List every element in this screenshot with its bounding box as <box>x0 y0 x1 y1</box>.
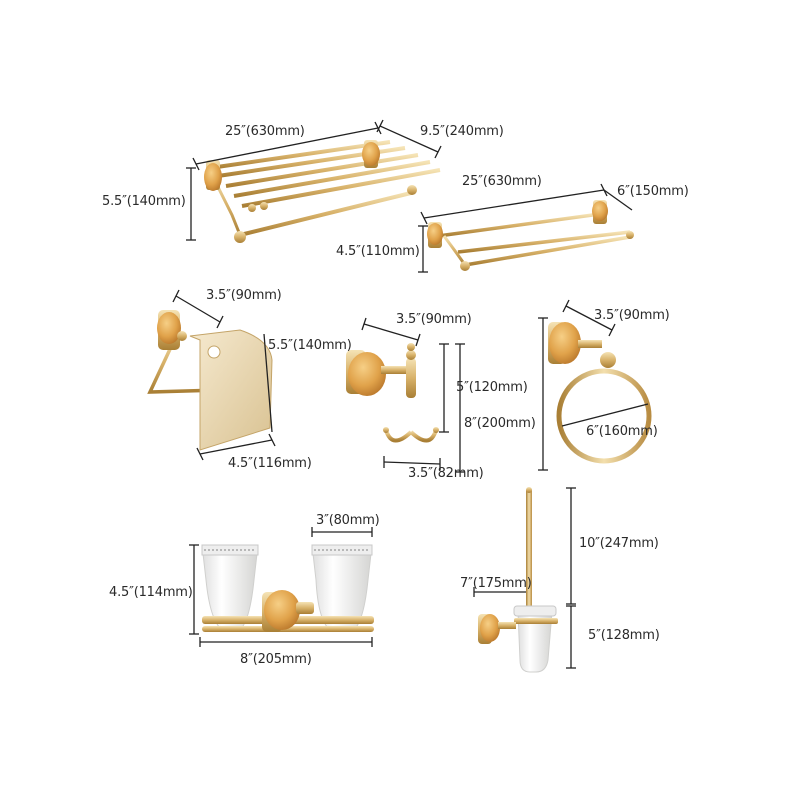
towel-bar-width-label: 25″(630mm) <box>462 174 542 189</box>
paper-holder-height-label: 5.5″(140mm) <box>268 338 352 353</box>
towel-shelf-height-label: 5.5″(140mm) <box>102 194 186 209</box>
brush-handle-height-label: 10″(247mm) <box>579 536 659 551</box>
brush-base-height-label: 5″(128mm) <box>588 628 660 643</box>
towel-shelf <box>204 140 441 243</box>
towel-ring-diameter-label: 6″(160mm) <box>586 424 658 439</box>
robe-hook-width-label: 3.5″(82mm) <box>408 466 484 481</box>
paper-holder-depth-label: 3.5″(90mm) <box>206 288 282 303</box>
double-tumbler-holder <box>201 544 374 632</box>
tumbler-cup-width-label: 3″(80mm) <box>316 513 380 528</box>
tumbler-width-label: 8″(205mm) <box>240 652 312 667</box>
robe-hook <box>346 343 439 443</box>
robe-hook-depth-label: 3.5″(90mm) <box>396 312 472 327</box>
brush-depth-label: 7″(175mm) <box>460 576 532 591</box>
double-towel-bar <box>427 200 634 271</box>
towel-bar-depth-label: 6″(150mm) <box>617 184 689 199</box>
dimension-lines <box>172 119 649 669</box>
robe-hook-total-height-label: 8″(200mm) <box>464 416 536 431</box>
towel-shelf-width-label: 25″(630mm) <box>225 124 305 139</box>
towel-ring-depth-label: 3.5″(90mm) <box>594 308 670 323</box>
robe-hook-short-height-label: 5″(120mm) <box>456 380 528 395</box>
paper-holder-width-label: 4.5″(116mm) <box>228 456 312 471</box>
toilet-paper-holder <box>147 310 273 451</box>
towel-shelf-depth-label: 9.5″(240mm) <box>420 124 504 139</box>
towel-bar-height-label: 4.5″(110mm) <box>336 244 420 259</box>
tumbler-height-label: 4.5″(114mm) <box>109 585 193 600</box>
towel-ring <box>548 322 652 464</box>
toilet-brush-holder <box>478 487 558 673</box>
